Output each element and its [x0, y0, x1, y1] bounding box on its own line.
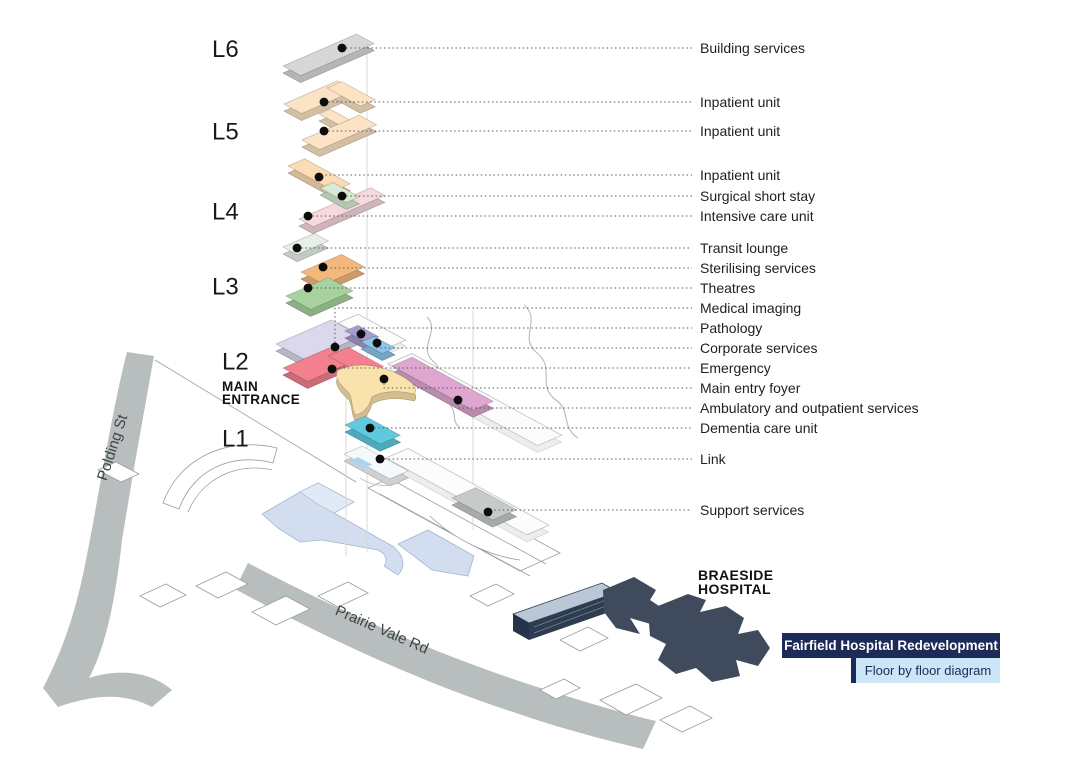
- leader-line-sterilising-services: [322, 267, 692, 269]
- link-plate-tail: [359, 477, 406, 486]
- floor-plate-main-entry-foyer: [336, 364, 417, 423]
- floor-label-dementia-care-unit: Dementia care unit: [700, 420, 818, 436]
- floor-label-ambulatory-outpatient-services: Ambulatory and outpatient services: [700, 400, 919, 416]
- floor-plate-inpatient-unit-l5-lower: [301, 108, 378, 157]
- new-building-roof: [299, 482, 355, 514]
- leader-line-main-entry-foyer: [383, 379, 692, 389]
- floor-dot-emergency: [327, 364, 337, 374]
- site-boundary-line: [154, 359, 357, 483]
- outline-building: [539, 678, 581, 700]
- floor-dot-intensive-care-unit: [303, 211, 313, 221]
- badge-title: Fairfield Hospital Redevelopment: [782, 633, 1000, 658]
- braeside-line2: HOSPITAL: [698, 581, 771, 597]
- new-building-massing: [261, 482, 404, 576]
- leader-line-ambulatory-outpatient-services: [457, 400, 692, 409]
- floor-dot-inpatient-unit-l5-lower: [319, 126, 329, 136]
- floor-label-intensive-care-unit: Intensive care unit: [700, 208, 814, 224]
- outline-building: [469, 583, 515, 607]
- floor-dot-theatres: [303, 283, 313, 293]
- outline-building: [659, 705, 713, 733]
- outline-building-arc-inner: [187, 467, 273, 513]
- floor-label-sterilising-services: Sterilising services: [700, 260, 816, 276]
- outline-building: [139, 583, 187, 608]
- leader-line-corporate-services: [376, 343, 692, 349]
- floor-dot-surgical-short-stay: [337, 191, 347, 201]
- level-label-l6: L6: [212, 36, 239, 63]
- floor-label-support-services: Support services: [700, 502, 804, 518]
- floor-label-pathology: Pathology: [700, 320, 762, 336]
- floor-dot-dementia-care-unit: [365, 423, 375, 433]
- floor-plate-inpatient-unit-l5-upper: [283, 80, 376, 121]
- floor-dot-link: [375, 454, 385, 464]
- main-entrance-label: MAIN ENTRANCE: [222, 379, 300, 407]
- floor-label-medical-imaging: Medical imaging: [700, 300, 801, 316]
- new-building-wing: [397, 529, 475, 577]
- floor-label-inpatient-unit-l5-lower: Inpatient unit: [700, 123, 780, 139]
- main-entrance-line2: ENTRANCE: [222, 392, 300, 407]
- braeside-line1: BRAESIDE: [698, 567, 774, 583]
- floor-plate-link: [343, 445, 409, 487]
- site-plan: Polding St Prairie Vale Rd: [43, 352, 770, 749]
- floor-plate-theatres: [285, 277, 354, 317]
- road-polding-st: [43, 352, 172, 707]
- outline-building: [195, 571, 249, 599]
- plate-accents: [349, 457, 406, 486]
- floor-dot-support-services: [483, 507, 493, 517]
- outline-building: [317, 581, 369, 608]
- braeside-hospital-label: BRAESIDE HOSPITAL: [698, 567, 774, 597]
- badge-subtitle: Floor by floor diagram: [851, 658, 1000, 683]
- floor-label-surgical-short-stay: Surgical short stay: [700, 188, 815, 204]
- floor-label-transit-lounge: Transit lounge: [700, 240, 788, 256]
- dark-slab-side: [513, 614, 529, 640]
- floor-dot-sterilising-services: [318, 262, 328, 272]
- floor-dot-main-entry-foyer: [379, 374, 389, 384]
- outline-building: [251, 595, 311, 626]
- floor-label-link: Link: [700, 451, 727, 467]
- outline-building-arc: [162, 444, 278, 510]
- floor-dot-transit-lounge: [292, 243, 302, 253]
- floor-dot-corporate-services: [372, 338, 382, 348]
- leader-line-pathology: [360, 327, 692, 334]
- level-labels: L6 L5 L4 L3 L2 L1: [212, 36, 249, 453]
- level-label-l2: L2: [222, 349, 249, 376]
- floor-label-inpatient-unit-l5-upper: Inpatient unit: [700, 94, 780, 110]
- main-entrance-line1: MAIN: [222, 379, 258, 394]
- leader-line-inpatient-unit-l4: [318, 174, 692, 177]
- level-label-l1: L1: [222, 426, 249, 453]
- floor-dot-pathology: [356, 329, 366, 339]
- link-plate-accent: [349, 457, 373, 469]
- leader-lines: [292, 43, 692, 517]
- level-label-l4: L4: [212, 199, 239, 226]
- floor-label-corporate-services: Corporate services: [700, 340, 818, 356]
- floor-dot-inpatient-unit-l4: [314, 172, 324, 182]
- road-prairie-vale-rd: [235, 563, 656, 749]
- outline-building: [97, 461, 140, 483]
- leader-line-medical-imaging: [334, 307, 692, 347]
- floor-dot-ambulatory-outpatient-services: [453, 395, 463, 405]
- floor-label-inpatient-unit-l4: Inpatient unit: [700, 167, 780, 183]
- floor-dot-building-services: [337, 43, 347, 53]
- floor-dot-inpatient-unit-l5-upper: [319, 97, 329, 107]
- floor-label-emergency: Emergency: [700, 360, 771, 376]
- outline-building: [599, 683, 663, 716]
- braeside-building: [648, 594, 770, 682]
- outline-building: [559, 626, 609, 652]
- level-label-l3: L3: [212, 274, 239, 301]
- floor-dot-medical-imaging: [330, 342, 340, 352]
- level-label-l5: L5: [212, 119, 239, 146]
- floor-plate-dementia-care-unit: [344, 415, 402, 452]
- braeside-building: [603, 577, 662, 634]
- floor-label-main-entry-foyer: Main entry foyer: [700, 380, 801, 396]
- floor-plate-building-services: [282, 33, 375, 83]
- floor-label-building-services: Building services: [700, 40, 805, 56]
- floor-label-theatres: Theatres: [700, 280, 755, 296]
